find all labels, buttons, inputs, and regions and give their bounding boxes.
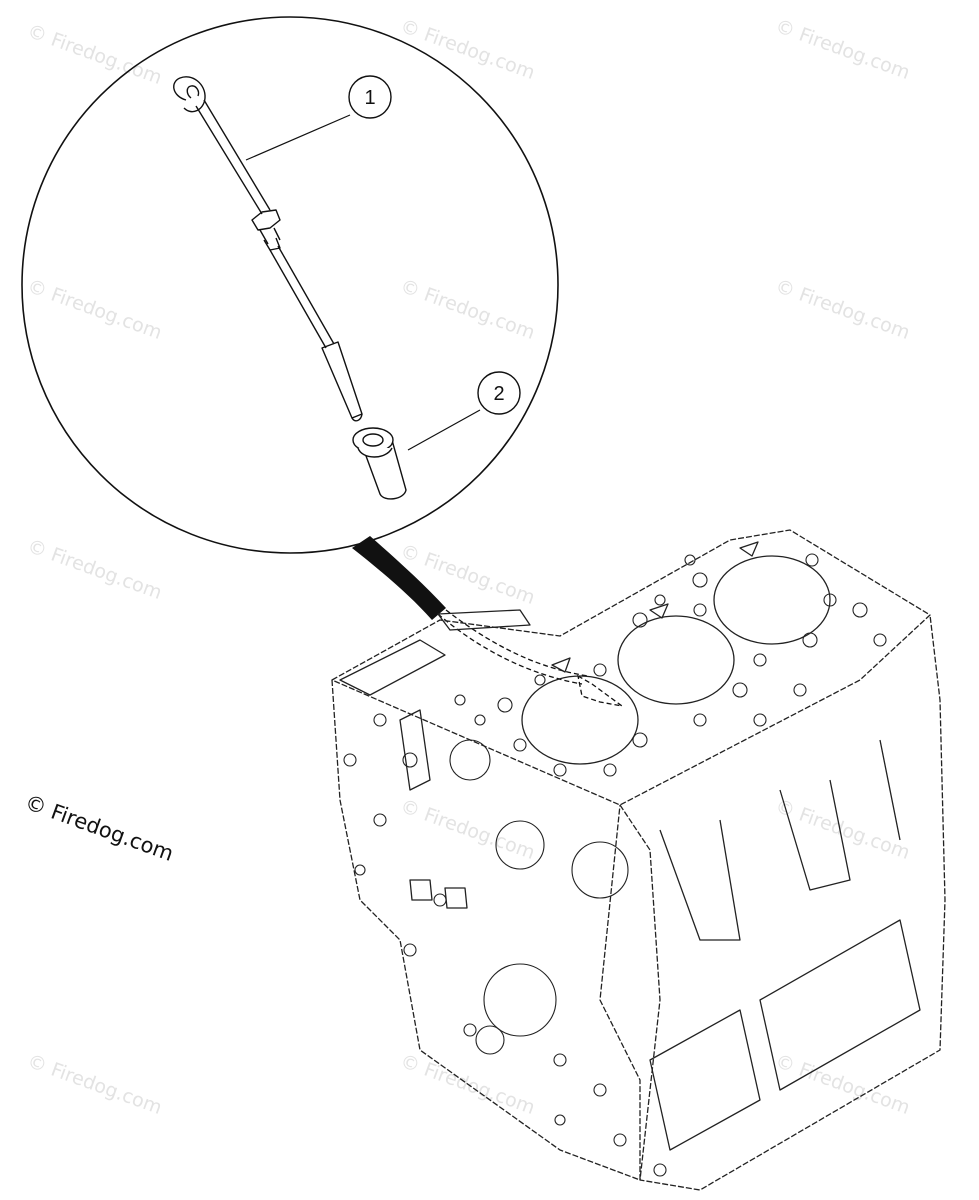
callout-2: 2 xyxy=(477,371,521,415)
leader-line-1 xyxy=(245,114,351,161)
callout-number: 1 xyxy=(364,87,375,109)
callout-number: 2 xyxy=(493,383,504,405)
connector-band xyxy=(352,536,446,620)
dipstick-part xyxy=(173,76,363,422)
dashed-locator xyxy=(437,609,623,707)
engine-block xyxy=(331,529,946,1191)
leader-line-2 xyxy=(407,409,481,451)
callout-1: 1 xyxy=(348,75,392,119)
detail-circle xyxy=(21,16,559,554)
dipstick-guide-part xyxy=(352,427,407,500)
